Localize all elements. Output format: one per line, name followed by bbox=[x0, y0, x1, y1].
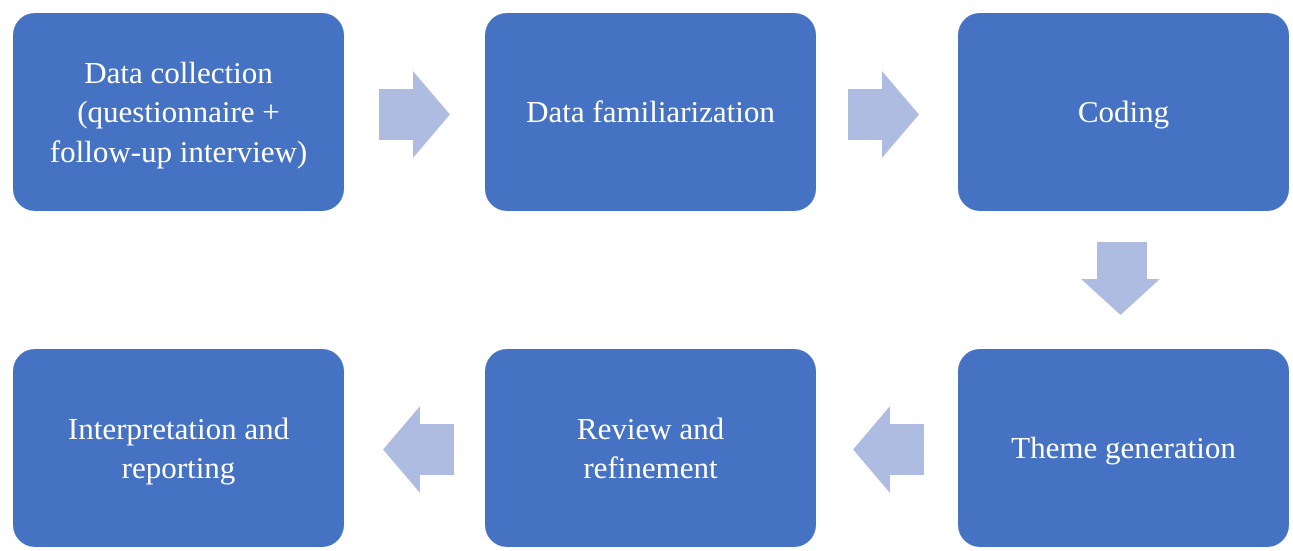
left-arrow-icon bbox=[853, 406, 924, 493]
left-arrow-icon bbox=[383, 406, 454, 493]
step-box-data-collection: Data collection (questionnaire + follow-… bbox=[13, 13, 344, 211]
step-label-interpretation-reporting: Interpretation and reporting bbox=[67, 410, 290, 485]
step-box-coding: Coding bbox=[958, 13, 1289, 211]
right-arrow-icon bbox=[379, 71, 450, 158]
step-label-review-refinement: Review and refinement bbox=[576, 410, 725, 485]
step-box-theme-generation: Theme generation bbox=[958, 349, 1289, 547]
right-arrow-icon bbox=[848, 71, 919, 158]
step-box-data-familiarization: Data familiarization bbox=[485, 13, 816, 211]
step-label-theme-generation: Theme generation bbox=[1011, 430, 1236, 466]
step-label-data-collection: Data collection (questionnaire + follow-… bbox=[49, 55, 308, 169]
down-arrow-icon bbox=[1081, 242, 1160, 315]
step-label-coding: Coding bbox=[1077, 94, 1170, 130]
step-box-interpretation-reporting: Interpretation and reporting bbox=[13, 349, 344, 547]
step-box-review-refinement: Review and refinement bbox=[485, 349, 816, 547]
step-label-data-familiarization: Data familiarization bbox=[526, 94, 775, 130]
